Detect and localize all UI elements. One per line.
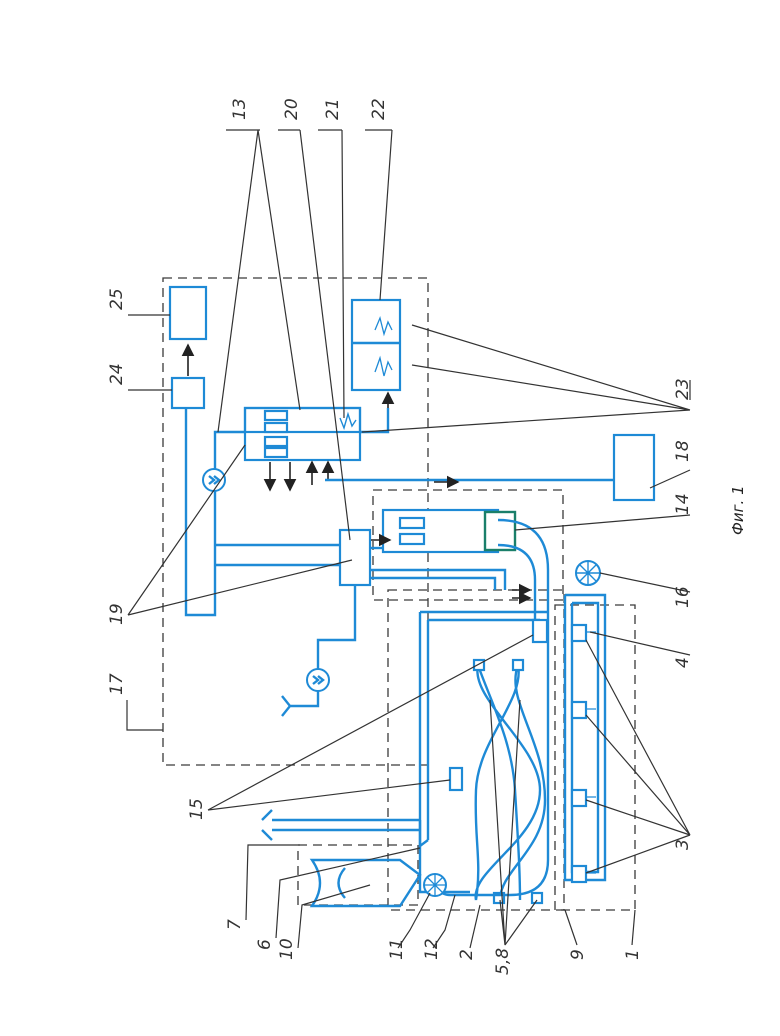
chamber-wall-inner [428, 620, 540, 840]
callout-4: 4 [673, 657, 693, 668]
callout-7: 7 [225, 919, 245, 930]
callout-20: 20 [282, 98, 302, 120]
callout-6: 6 [255, 939, 275, 950]
heater-terminal-4 [532, 893, 542, 903]
sensor-15-top [533, 620, 547, 642]
block-22 [352, 300, 400, 390]
callout-19: 19 [107, 603, 127, 625]
pipe-controller-to-22 [360, 408, 388, 432]
heater-terminal-2 [513, 660, 523, 670]
callout-3: 3 [673, 839, 693, 850]
figure-caption: Фиг. 1 [729, 485, 747, 535]
callout-5-8: 5,8 [493, 948, 513, 975]
sensor-15-bottom [450, 768, 462, 790]
burner-10 [312, 860, 420, 906]
sensor-3-b [572, 702, 586, 718]
callout-21: 21 [323, 98, 343, 120]
block-24 [172, 378, 204, 408]
sensor-3-c [572, 790, 586, 806]
sensor-3-d [572, 866, 586, 882]
block-18 [614, 435, 654, 500]
block-19-valve [340, 530, 370, 585]
callout-17: 17 [107, 673, 127, 695]
controller-slot-1 [265, 411, 287, 420]
pipe-valve-bus-1 [370, 570, 505, 590]
pipe-valve-down [318, 585, 355, 680]
callout-14: 14 [673, 493, 693, 515]
callout-24: 24 [107, 363, 127, 385]
callout-11: 11 [387, 938, 407, 960]
callout-25: 25 [107, 288, 127, 310]
block-14-slot-1 [400, 518, 424, 528]
group-10-boundary [298, 845, 418, 905]
callout-18: 18 [673, 440, 693, 462]
sensor-3-a [572, 625, 586, 641]
controller-slot-2 [265, 423, 287, 432]
callout-15: 15 [187, 798, 207, 820]
callout-right-group: 23 18 14 16 4 3 [362, 325, 693, 873]
callout-22: 22 [369, 98, 389, 120]
controller-block-13 [245, 408, 360, 432]
callout-12: 12 [422, 938, 442, 960]
callout-9: 9 [568, 949, 588, 960]
callout-13: 13 [230, 98, 250, 120]
callout-10: 10 [277, 938, 297, 960]
block-14-slot-2 [400, 534, 424, 544]
pipe-24-vertical [186, 395, 215, 615]
controller-slot-3 [265, 437, 287, 446]
callout-1: 1 [623, 949, 643, 960]
block-14-body [383, 510, 498, 552]
exhaust-pipe-7 [262, 810, 420, 840]
callout-2: 2 [457, 949, 477, 960]
air-intake [282, 691, 318, 716]
controller-slot-4 [265, 448, 287, 457]
pipe-valve-bus-2 [370, 578, 495, 590]
sensor-wires [586, 632, 596, 873]
fan-11-blades [424, 874, 446, 896]
block-25 [170, 287, 206, 339]
heater-terminal-1 [474, 660, 484, 670]
